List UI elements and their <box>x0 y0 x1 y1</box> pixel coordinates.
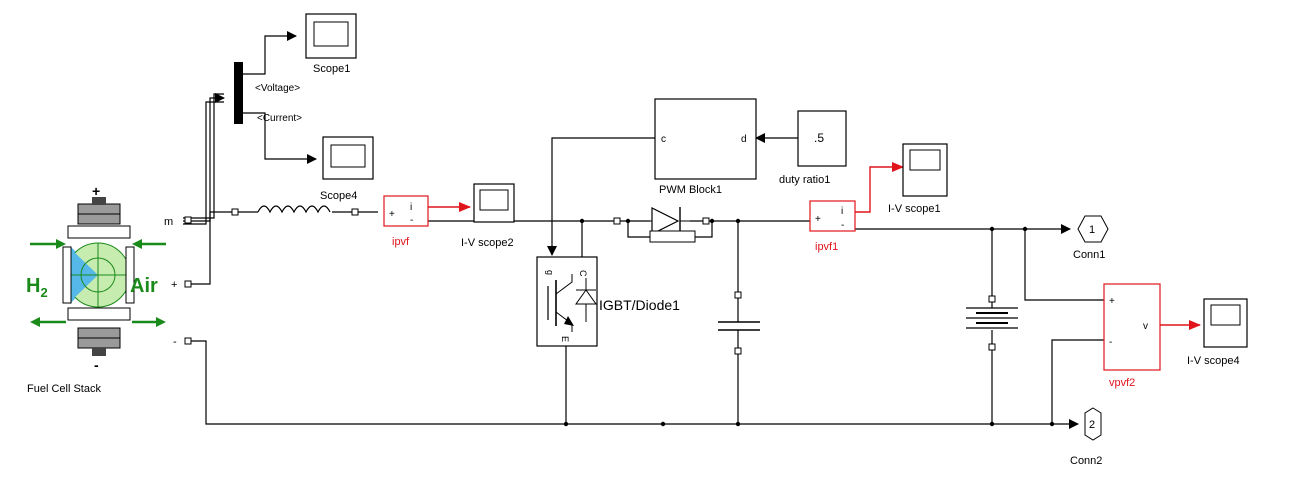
conn2-label: Conn2 <box>1070 455 1102 467</box>
iv-scope2-label: I-V scope2 <box>461 237 514 249</box>
signal-voltage-label: <Voltage> <box>255 83 300 94</box>
ipvf1-current-measurement-block[interactable]: + i - ipvf1 <box>809 200 856 253</box>
igbt-g-port: g <box>545 270 555 275</box>
conn1-port-block[interactable]: 1 Conn1 <box>1073 215 1109 261</box>
signal-current-label: <Current> <box>257 113 302 124</box>
pwm-block-label: PWM Block1 <box>659 184 722 196</box>
igbt-e-port: E <box>560 336 570 342</box>
pwm-block[interactable]: c d PWM Block1 <box>654 98 757 196</box>
port-plus-label: + <box>171 279 177 291</box>
duty-ratio-value: .5 <box>814 131 824 145</box>
ipvf-i-port: i <box>410 202 412 213</box>
fuel-cell-plus-sign: + <box>92 183 100 199</box>
iv-scope4-block[interactable]: I-V scope4 <box>1187 298 1248 367</box>
igbt-diode-block[interactable]: g C E IGBT/Diode1 <box>536 256 680 347</box>
h2-label: H2 <box>26 275 48 300</box>
bus-selector-block[interactable]: <Voltage> <Current> <box>234 62 302 124</box>
top-plate-icon <box>77 203 121 215</box>
fuel-cell-stack-block[interactable]: H2 Air + - m + - Fuel Cell Stack <box>26 183 192 395</box>
scope4-block[interactable]: Scope4 <box>320 136 374 202</box>
port-m-label: m <box>164 216 173 228</box>
capacitor-block[interactable] <box>718 291 760 355</box>
igbt-c-port: C <box>578 270 588 277</box>
conn1-label: Conn1 <box>1073 249 1105 261</box>
iv-scope1-label: I-V scope1 <box>888 203 941 215</box>
pwm-d-port: d <box>741 134 747 145</box>
scope1-block[interactable]: Scope1 <box>305 13 357 75</box>
battery-block[interactable] <box>966 295 1018 351</box>
fuel-cell-minus-sign: - <box>94 357 99 373</box>
vpvf2-label: vpvf2 <box>1109 377 1135 389</box>
fuel-cell-stack-label: Fuel Cell Stack <box>27 383 101 395</box>
ipvf-plus-port: + <box>389 209 395 220</box>
inductor-block[interactable] <box>231 205 359 216</box>
scope4-label: Scope4 <box>320 190 357 202</box>
ipvf1-i-port: i <box>841 206 843 217</box>
iv-scope4-label: I-V scope4 <box>1187 355 1240 367</box>
ipvf-label: ipvf <box>392 236 410 248</box>
duty-ratio-constant-block[interactable]: .5 duty ratio1 <box>779 110 847 186</box>
conn2-port-block[interactable]: 2 Conn2 <box>1070 407 1102 467</box>
iv-scope1-block[interactable]: I-V scope1 <box>888 143 948 215</box>
ipvf1-label: ipvf1 <box>815 241 838 253</box>
igbt-label: IGBT/Diode1 <box>599 297 680 313</box>
pwm-c-port: c <box>661 134 666 145</box>
ipvf1-plus-port: + <box>815 214 821 225</box>
port-minus-label: - <box>173 336 177 348</box>
diode-block[interactable] <box>613 207 710 243</box>
conn1-number: 1 <box>1089 224 1095 236</box>
vpvf2-v-port: v <box>1143 321 1148 332</box>
ipvf-current-measurement-block[interactable]: + i - ipvf <box>383 195 429 248</box>
conn2-number: 2 <box>1089 419 1095 431</box>
duty-ratio-label: duty ratio1 <box>779 174 830 186</box>
scope1-label: Scope1 <box>313 63 350 75</box>
ipvf-minus-port: - <box>410 215 413 226</box>
ipvf1-minus-port: - <box>841 220 844 231</box>
vpvf2-plus-port: + <box>1109 296 1115 307</box>
wires <box>183 31 1201 429</box>
air-label: Air <box>130 275 158 297</box>
vpvf2-minus-port: - <box>1109 337 1112 348</box>
vpvf2-voltage-measurement-block[interactable]: + - v vpvf2 <box>1103 283 1161 389</box>
iv-scope2-block[interactable]: I-V scope2 <box>461 183 515 249</box>
